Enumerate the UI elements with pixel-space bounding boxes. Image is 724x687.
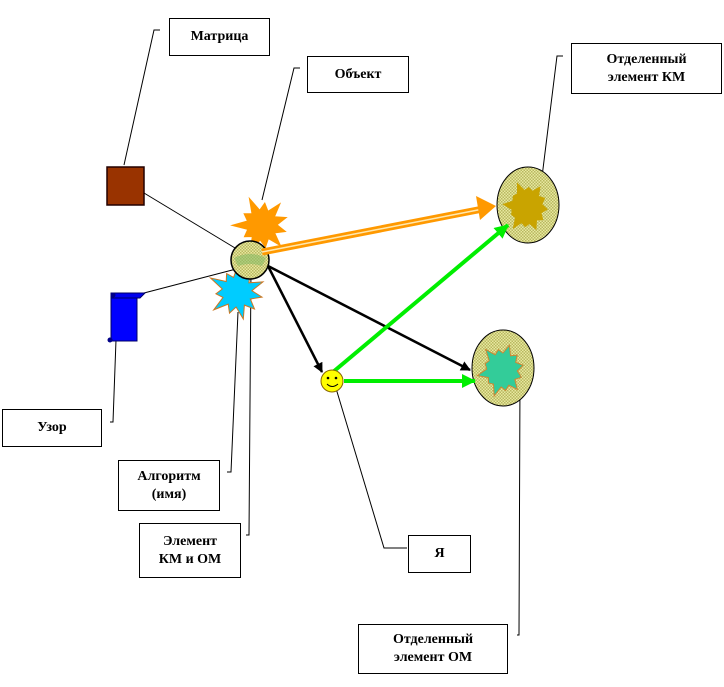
green-arrow-me-to-km: [331, 223, 510, 374]
me-smiley-icon[interactable]: [320, 369, 344, 393]
leader-object: [261, 67, 300, 201]
leader-algorithm: [227, 311, 239, 473]
separated-om-label: Отделенный элемент ОМ: [358, 624, 508, 674]
element-circle-icon[interactable]: [230, 240, 270, 280]
separated-km-label: Отделенный элемент КМ: [571, 43, 722, 94]
algorithm-label: Алгоритм (имя): [118, 460, 220, 511]
matrix-label: Матрица: [169, 18, 270, 56]
object-label: Объект: [307, 56, 409, 93]
leader-pattern: [110, 339, 117, 423]
leader-separated-km: [540, 55, 563, 186]
matrix-square-icon[interactable]: [106, 166, 145, 206]
connector-matrix-element: [143, 192, 241, 252]
orange-arrow: [261, 196, 496, 256]
leader-matrix: [123, 29, 160, 166]
connector-pattern-element: [143, 267, 241, 294]
element-km-om-label: Элемент КМ и ОМ: [139, 523, 241, 578]
separated-km-icon[interactable]: [496, 166, 560, 244]
leader-me: [334, 384, 407, 549]
black-arrow-to-om: [267, 264, 471, 372]
pattern-scroll-icon[interactable]: [107, 292, 147, 343]
separated-om-icon[interactable]: [471, 329, 535, 407]
leader-separated-om: [517, 377, 521, 636]
pattern-label: Узор: [2, 409, 102, 447]
leader-element: [246, 267, 252, 536]
object-starburst-icon[interactable]: [230, 196, 288, 254]
me-label: Я: [408, 535, 471, 573]
black-arrow-to-me: [266, 265, 324, 373]
